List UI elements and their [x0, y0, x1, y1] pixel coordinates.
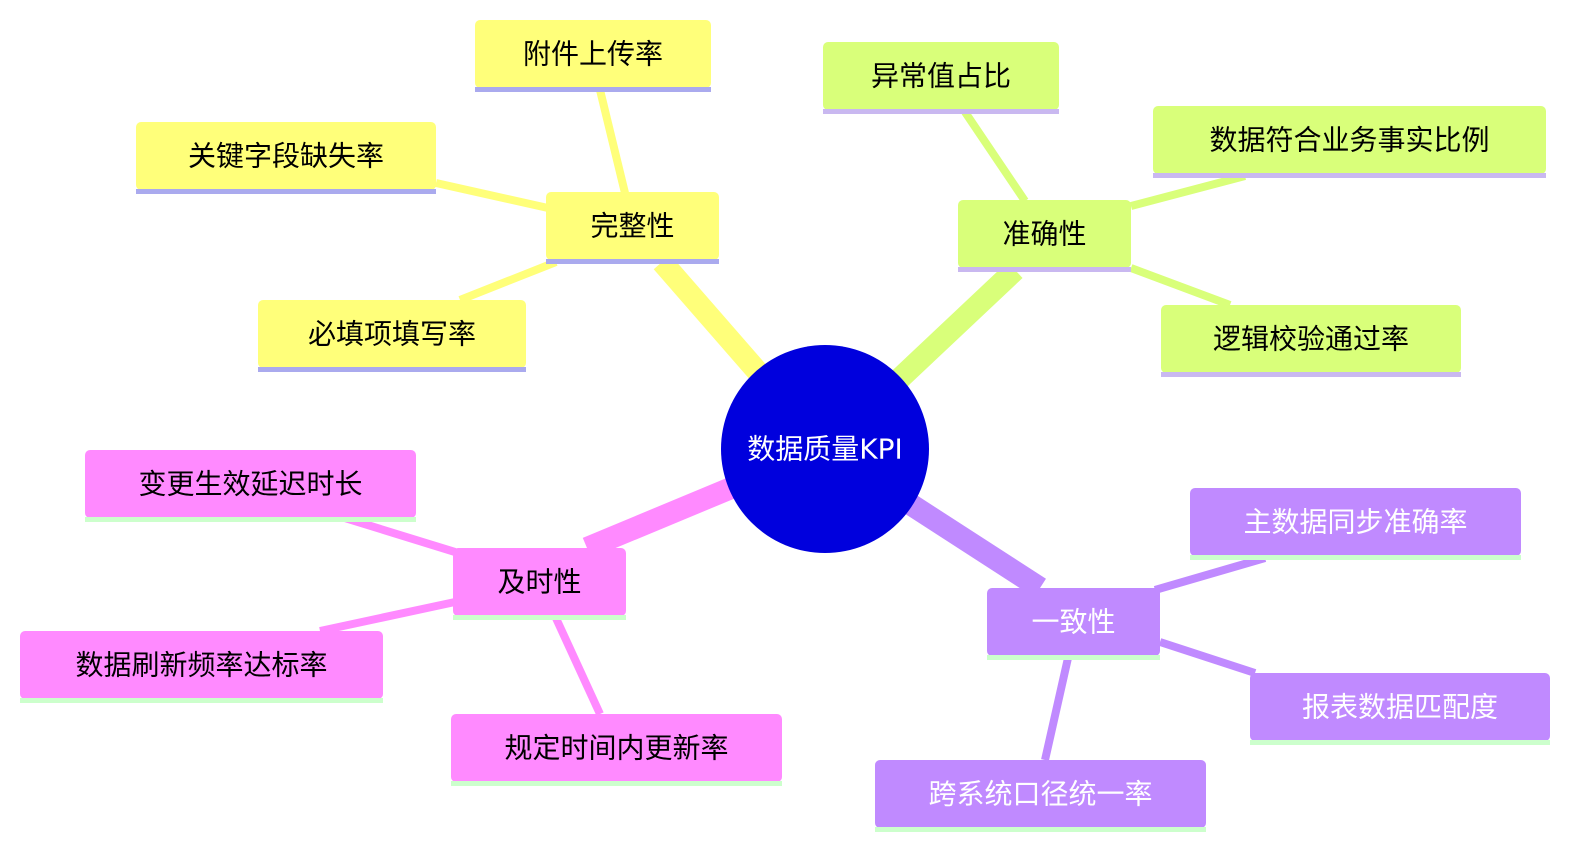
- edge-accuracy-0: [961, 109, 1029, 204]
- edge-accuracy-1: [1129, 172, 1247, 210]
- leaf-node-timeliness-2-underline: [451, 781, 782, 786]
- branch-node-completeness-label: 完整性: [590, 210, 674, 243]
- leaf-node-accuracy-1-box: [1153, 106, 1546, 174]
- edge-timeliness-1: [319, 598, 456, 635]
- leaf-node-completeness-0[interactable]: 附件上传率: [475, 20, 711, 92]
- leaf-node-accuracy-0-label: 异常值占比: [871, 60, 1011, 93]
- leaf-node-completeness-0-underline: [475, 87, 711, 92]
- leaf-node-timeliness-0-label: 变更生效延迟时长: [138, 468, 362, 501]
- leaf-node-consistency-0-underline: [1190, 555, 1521, 560]
- leaf-node-consistency-0-label: 主数据同步准确率: [1243, 506, 1467, 539]
- edges-layer: [319, 89, 1267, 761]
- leaf-node-timeliness-0-underline: [85, 517, 416, 522]
- branch-node-timeliness[interactable]: 及时性: [453, 548, 626, 620]
- leaf-node-timeliness-1[interactable]: 数据刷新频率达标率: [20, 631, 383, 703]
- leaf-node-consistency-1[interactable]: 报表数据匹配度: [1250, 673, 1550, 745]
- leaf-node-consistency-2-box: [875, 760, 1206, 828]
- leaf-node-consistency-2-underline: [875, 827, 1206, 832]
- leaf-node-consistency-2-label: 跨系统口径统一率: [928, 778, 1152, 811]
- leaf-node-consistency-0-box: [1190, 488, 1521, 556]
- leaf-node-timeliness-0-box: [85, 450, 416, 518]
- leaf-node-timeliness-1-label: 数据刷新频率达标率: [75, 649, 327, 682]
- leaf-node-completeness-1-box: [136, 122, 436, 190]
- leaf-node-completeness-2[interactable]: 必填项填写率: [258, 300, 526, 372]
- leaf-node-timeliness-1-underline: [20, 698, 383, 703]
- branch-node-timeliness-box: [453, 548, 626, 616]
- edge-accuracy-2: [1129, 264, 1232, 309]
- leaf-node-completeness-1-label: 关键字段缺失率: [188, 140, 384, 173]
- branch-node-accuracy-box: [958, 200, 1131, 268]
- leaf-node-completeness-2-underline: [258, 367, 526, 372]
- branch-node-consistency[interactable]: 一致性: [987, 588, 1160, 660]
- branch-node-completeness[interactable]: 完整性: [546, 192, 719, 264]
- leaf-node-timeliness-2-label: 规定时间内更新率: [504, 732, 728, 765]
- edge-timeliness-2: [551, 614, 604, 716]
- branch-node-accuracy-underline: [958, 267, 1131, 272]
- leaf-node-accuracy-1-underline: [1153, 173, 1546, 178]
- root-node-label: 数据质量KPI: [747, 433, 903, 466]
- leaf-node-accuracy-2-underline: [1161, 372, 1461, 377]
- edge-completeness-1: [435, 179, 549, 212]
- branch-node-completeness-underline: [546, 259, 719, 264]
- leaf-node-timeliness-0[interactable]: 变更生效延迟时长: [85, 450, 416, 522]
- leaf-node-consistency-1-box: [1250, 673, 1550, 741]
- branch-node-consistency-label: 一致性: [1031, 606, 1115, 639]
- root-node-circle: [721, 345, 929, 553]
- leaf-node-completeness-0-box: [475, 20, 711, 88]
- leaf-node-accuracy-2-label: 逻辑校验通过率: [1213, 323, 1409, 356]
- branch-node-consistency-box: [987, 588, 1160, 656]
- branch-node-timeliness-label: 及时性: [497, 566, 581, 599]
- branch-node-consistency-underline: [987, 655, 1160, 660]
- leaf-node-accuracy-1-label: 数据符合业务事实比例: [1209, 124, 1489, 157]
- branch-node-timeliness-underline: [453, 615, 626, 620]
- leaf-node-accuracy-0[interactable]: 异常值占比: [823, 42, 1059, 114]
- root-node[interactable]: 数据质量KPI: [721, 345, 929, 553]
- leaf-node-consistency-1-label: 报表数据匹配度: [1302, 691, 1498, 724]
- edge-completeness-0: [596, 89, 629, 194]
- leaf-node-consistency-1-underline: [1250, 740, 1550, 745]
- leaf-node-accuracy-2-box: [1161, 305, 1461, 373]
- branch-node-completeness-box: [546, 192, 719, 260]
- edge-consistency-1: [1158, 638, 1257, 677]
- leaf-node-accuracy-1[interactable]: 数据符合业务事实比例: [1153, 106, 1546, 178]
- leaf-node-completeness-1[interactable]: 关键字段缺失率: [136, 122, 436, 194]
- leaf-node-timeliness-2[interactable]: 规定时间内更新率: [451, 714, 782, 786]
- leaf-node-timeliness-2-box: [451, 714, 782, 782]
- leaf-node-completeness-2-label: 必填项填写率: [308, 318, 476, 351]
- leaf-node-accuracy-0-underline: [823, 109, 1059, 114]
- leaf-node-consistency-2[interactable]: 跨系统口径统一率: [875, 760, 1206, 832]
- leaf-node-completeness-2-box: [258, 300, 526, 368]
- branch-node-accuracy-label: 准确性: [1002, 218, 1086, 251]
- leaf-node-consistency-0[interactable]: 主数据同步准确率: [1190, 488, 1521, 560]
- branch-node-accuracy[interactable]: 准确性: [958, 200, 1131, 272]
- leaf-node-completeness-1-underline: [136, 189, 436, 194]
- leaf-node-completeness-0-label: 附件上传率: [523, 38, 663, 71]
- edge-timeliness-0: [343, 514, 457, 556]
- edge-consistency-0: [1153, 554, 1267, 594]
- edge-completeness-2: [458, 258, 558, 304]
- leaf-node-accuracy-0-box: [823, 42, 1059, 110]
- edge-consistency-2: [1041, 657, 1072, 761]
- leaf-node-accuracy-2[interactable]: 逻辑校验通过率: [1161, 305, 1461, 377]
- leaf-node-timeliness-1-box: [20, 631, 383, 699]
